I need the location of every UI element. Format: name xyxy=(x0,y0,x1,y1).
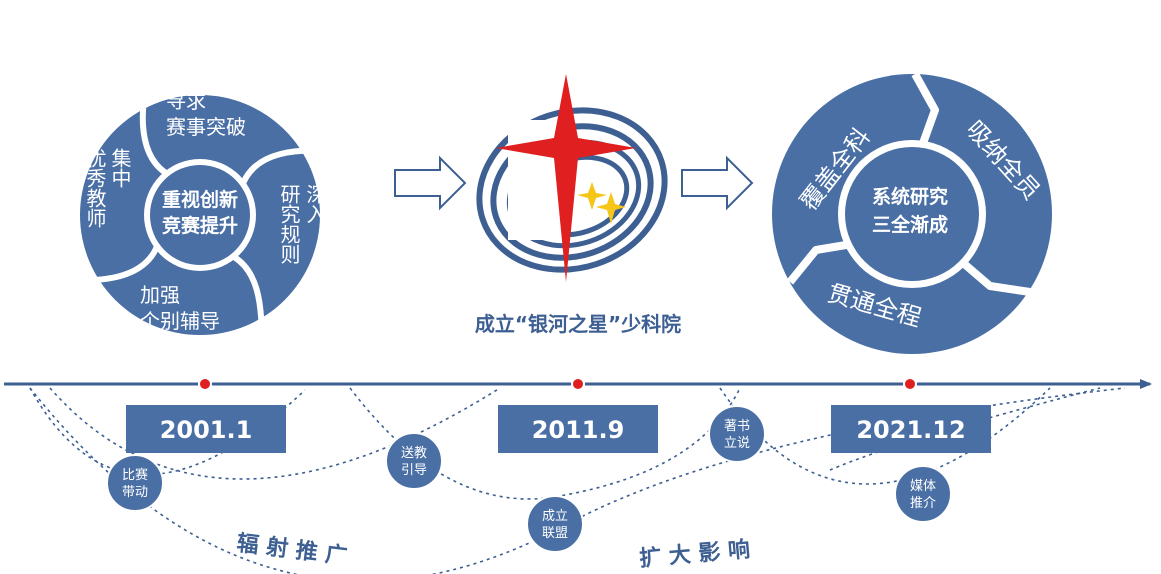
left-top-line1: 寻求 xyxy=(166,89,206,113)
left-right-col1: 深入 xyxy=(303,184,327,224)
node-line2: 推介 xyxy=(910,496,936,511)
date-label: 2001.1 xyxy=(160,416,253,444)
logo-orbit-1 xyxy=(476,107,668,273)
node-line2: 带动 xyxy=(122,485,148,500)
left-right-col2: 研究规则 xyxy=(277,184,301,264)
left-center-line2: 竞赛提升 xyxy=(162,214,238,237)
left-separator-left xyxy=(61,242,161,284)
milestone-dot xyxy=(198,377,212,391)
date-box xyxy=(498,405,658,453)
left-bottom-line1: 加强 xyxy=(140,283,180,307)
red-star-icon xyxy=(496,74,636,282)
date-label: 2011.9 xyxy=(532,416,625,444)
right-arrow-icon xyxy=(394,155,467,211)
timeline-node: 著书 立说 xyxy=(708,405,766,463)
gold-star-icon xyxy=(577,182,607,210)
milestone-dot xyxy=(571,377,585,391)
left-center-line1: 重视创新 xyxy=(162,188,238,211)
left-center-disc xyxy=(150,165,250,265)
right-center-line2: 三全渐成 xyxy=(872,213,948,236)
timeline-node: 成立 联盟 xyxy=(526,495,584,553)
gold-star-icon xyxy=(596,192,626,224)
node-line1: 著书 xyxy=(724,419,750,434)
galaxy-star-logo: 成立“银河之星”少科院 xyxy=(475,74,681,336)
timeline-node: 比赛 带动 xyxy=(106,454,164,512)
date-label: 2021.12 xyxy=(856,416,965,444)
timeline-node: 媒体 推介 xyxy=(894,465,952,523)
left-left-col1: 集中 xyxy=(108,148,132,188)
node-line2: 联盟 xyxy=(542,526,568,541)
node-line2: 立说 xyxy=(724,436,750,451)
right-center-disc xyxy=(845,147,979,281)
dashed-arc xyxy=(349,387,741,500)
date-box xyxy=(831,405,991,453)
dashed-arc xyxy=(49,387,501,480)
node-line1: 比赛 xyxy=(122,467,148,483)
label-expand-influence: 扩 大 影 响 xyxy=(638,536,751,572)
right-cycle: 系统研究 三全渐成 覆盖全科 吸纳全员 贯通全程 xyxy=(772,72,1052,354)
node-line2: 引导 xyxy=(401,463,427,478)
node-line1: 成立 xyxy=(542,509,568,524)
right-separator-top xyxy=(911,72,939,148)
left-top-line2: 赛事突破 xyxy=(166,115,246,139)
milestone-dot xyxy=(903,377,917,391)
label-radiate-promote: 辐 射 推 广 xyxy=(235,530,348,569)
node-line1: 送教 xyxy=(401,445,427,461)
date-box xyxy=(126,405,286,453)
dashed-arc xyxy=(829,387,1101,471)
left-separator-right xyxy=(239,147,339,188)
left-cycle: 重视创新 竞赛提升 寻求 赛事突破 加强 个别辅导 深入 研究规则 集中 优秀教… xyxy=(61,75,339,351)
node-line1: 媒体 xyxy=(910,479,936,494)
right-separator-left xyxy=(786,240,853,285)
left-left-col2: 优秀教师 xyxy=(83,148,107,228)
timeline-node: 送教 引导 xyxy=(385,432,443,490)
right-arrow-icon xyxy=(681,155,754,211)
right-center-line1: 系统研究 xyxy=(872,185,948,208)
timeline: 2001.1 2011.9 2021.12 比赛 带动 送教 引导 成立 联盟 … xyxy=(4,377,1152,574)
right-separator-right xyxy=(959,258,1031,296)
left-bottom-line2: 个别辅导 xyxy=(140,309,220,333)
logo-caption: 成立“银河之星”少科院 xyxy=(475,312,681,336)
